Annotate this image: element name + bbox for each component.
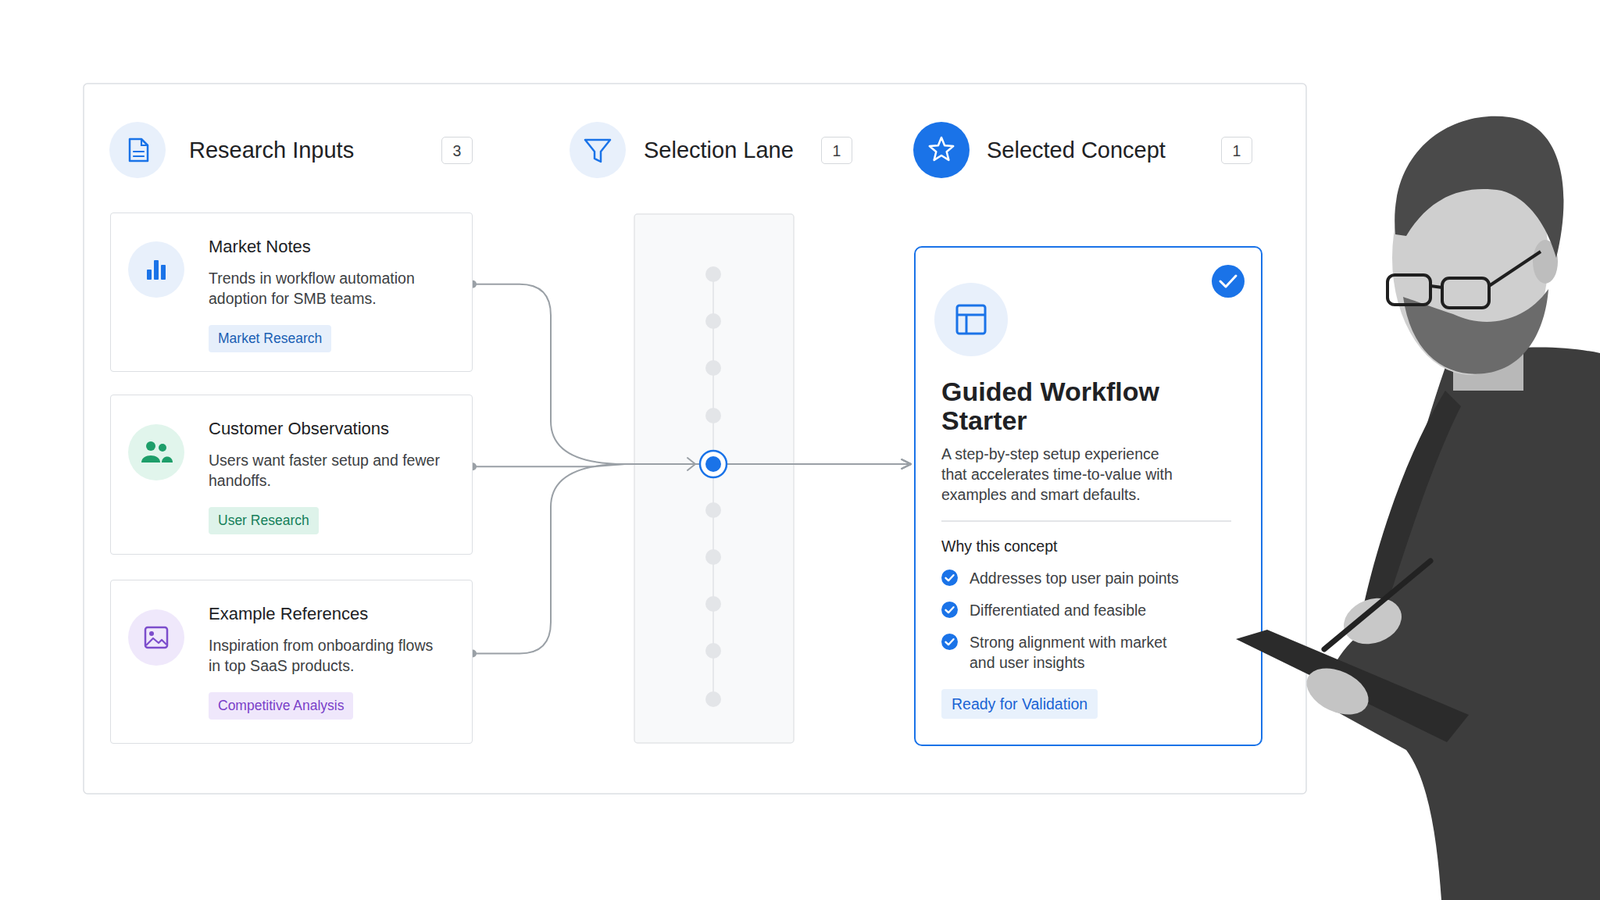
count-badge: 3 [441, 136, 473, 165]
merge-arrowhead [687, 457, 696, 471]
selected-lane-dot [700, 450, 727, 478]
input-card: Market NotesTrends in workflow automatio… [110, 212, 473, 372]
column-heading: Research Inputs [189, 134, 354, 166]
count-number: 3 [453, 141, 462, 161]
hand-pen [1337, 590, 1409, 653]
card-title: Market Notes [208, 235, 457, 258]
selection-lane [634, 214, 794, 743]
neck [1453, 335, 1524, 391]
people-icon [128, 424, 185, 481]
selected-lane-dot-core [705, 456, 722, 472]
input-card: Customer ObservationsUsers want faster s… [110, 394, 473, 555]
concept-card: Guided Workflow Starter A step-by-step se… [914, 246, 1263, 747]
flow-connector [472, 464, 911, 654]
check-icon [941, 633, 958, 650]
layout-icon [934, 282, 1008, 357]
check-mark [946, 607, 954, 613]
reason-row: Differentiated and feasible [941, 600, 1236, 621]
check-circle [941, 569, 958, 586]
chart-icon [128, 241, 185, 298]
reason-item: Strong alignment with market and user in… [969, 632, 1189, 673]
column-heading-wrap: Selection Lane [643, 134, 794, 166]
reasons-heading: Why this concept [941, 535, 1236, 557]
check-mark [946, 639, 954, 645]
concept-description: A step-by-step setup experience that acc… [941, 443, 1186, 505]
category-tag: Market Research [208, 325, 332, 353]
selected-check-badge [1211, 264, 1245, 298]
flow-connector [472, 284, 911, 465]
image-icon [128, 609, 185, 666]
column-heading-wrap: Research Inputs [189, 134, 354, 166]
person-figure [1235, 116, 1600, 900]
tablet [1235, 629, 1469, 743]
reason-item: Differentiated and feasible [969, 600, 1147, 621]
count-number: 1 [1232, 141, 1242, 161]
card-title: Customer Observations [208, 417, 457, 440]
inputs-header-icon [109, 121, 166, 179]
card-description: Users want faster setup and fewer handof… [208, 450, 443, 491]
category-tag: Ready for Validation [941, 689, 1098, 719]
concept-title: Guided Workflow Starter [941, 377, 1200, 436]
sweater [1325, 347, 1600, 900]
beard [1403, 289, 1549, 375]
card-description: Inspiration from onboarding flows in top… [208, 635, 443, 676]
check-circle [941, 601, 958, 618]
category-tag: User Research [208, 507, 319, 535]
sweater-arm [1359, 390, 1461, 625]
hair [1394, 116, 1564, 258]
count-badge: 1 [821, 136, 853, 165]
divider [941, 520, 1232, 522]
input-card: Example ReferencesInspiration from onboa… [110, 579, 473, 744]
count-number: 1 [832, 141, 842, 161]
check-circle [941, 633, 958, 650]
reason-item: Addresses top user pain points [969, 567, 1179, 589]
column-heading: Selection Lane [643, 134, 794, 166]
check-icon [941, 601, 958, 618]
count-badge: 1 [1221, 136, 1253, 165]
tag-label: Competitive Analysis [217, 696, 344, 715]
head [1392, 140, 1549, 375]
selection-header-icon [569, 121, 626, 179]
stylus [1324, 560, 1431, 650]
glasses [1387, 251, 1541, 308]
column-heading-wrap: Selected Concept [986, 134, 1166, 166]
reason-row: Addresses top user pain points [941, 567, 1236, 589]
ear [1532, 239, 1558, 284]
column-heading: Selected Concept [986, 134, 1166, 166]
check-icon [941, 569, 958, 586]
tag-label: User Research [217, 511, 310, 530]
concept-header-icon [913, 121, 970, 179]
tag-label: Ready for Validation [951, 693, 1088, 715]
card-title: Example References [208, 603, 457, 625]
card-description: Trends in workflow automation adoption f… [208, 267, 443, 309]
hand-tablet [1299, 659, 1376, 725]
outer-panel [83, 83, 1307, 794]
check-mark [946, 575, 954, 581]
category-tag: Competitive Analysis [208, 692, 354, 720]
reason-row: Strong alignment with market and user in… [941, 632, 1236, 673]
tag-label: Market Research [217, 329, 322, 348]
